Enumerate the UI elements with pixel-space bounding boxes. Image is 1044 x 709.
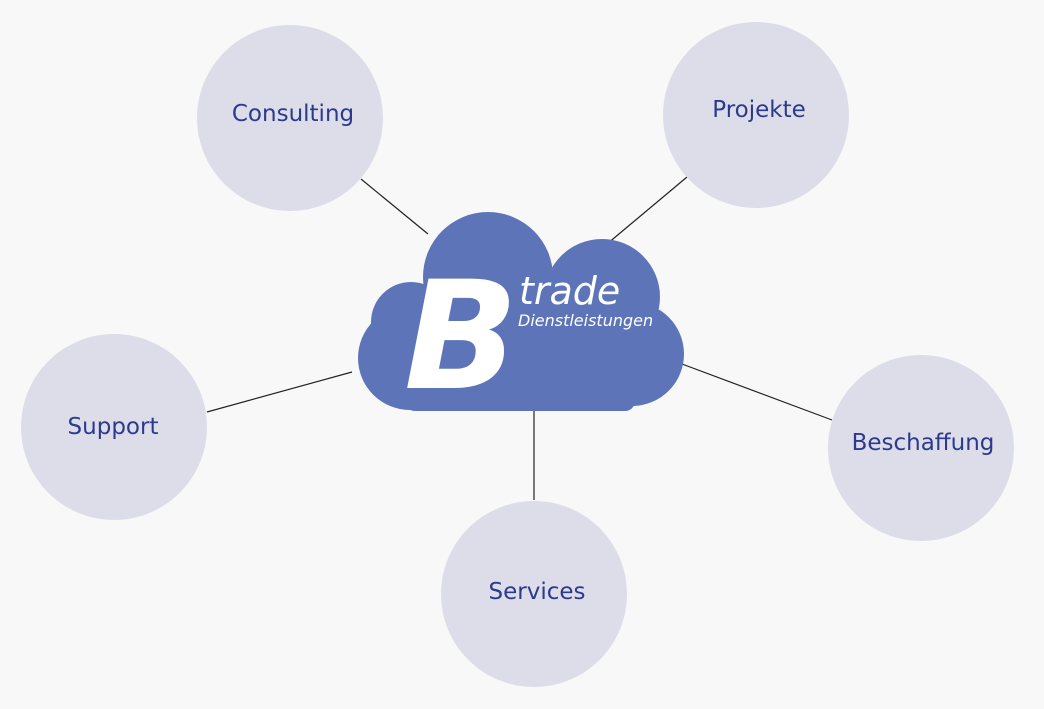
logo-tagline: Dienstleistungen — [518, 311, 653, 330]
node-circle-services — [441, 501, 627, 687]
cloud-logo — [358, 212, 684, 411]
node-circle-beschaffung — [828, 355, 1014, 541]
node-label-consulting: Consulting — [231, 101, 355, 127]
node-label-support: Support — [67, 414, 159, 440]
node-label-beschaffung: Beschaffung — [851, 430, 995, 456]
connector-projekte — [606, 176, 688, 245]
node-label-services: Services — [488, 579, 586, 605]
connector-beschaffung — [681, 363, 833, 421]
connector-consulting — [360, 178, 429, 235]
logo-word: trade — [519, 269, 620, 313]
logo-letter: B — [404, 250, 518, 424]
node-label-projekte: Projekte — [712, 97, 806, 123]
node-circle-projekte — [663, 22, 849, 208]
connector-support — [206, 371, 353, 413]
node-circle-support — [21, 334, 207, 520]
node-circle-consulting — [197, 25, 383, 211]
